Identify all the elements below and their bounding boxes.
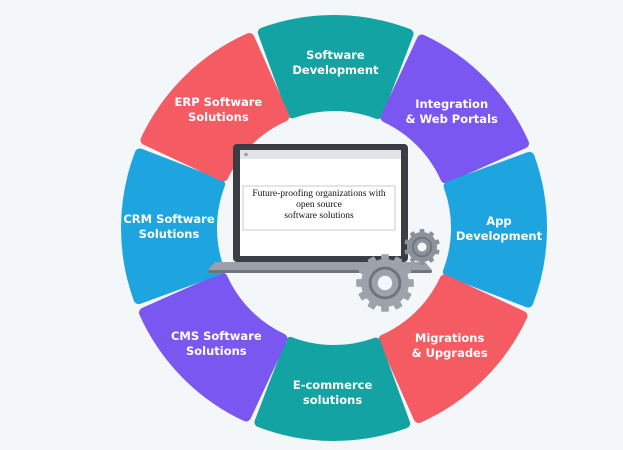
segment-label-line: Solutions [188, 110, 249, 125]
segment-label-integration-web-portals: Integration& Web Portals [392, 97, 512, 127]
segment-label-line: ERP Software [174, 95, 263, 110]
segment-label-line: E-commerce [292, 377, 373, 392]
segment-crm-software-solutions [121, 148, 226, 305]
segment-label-line: Software [306, 48, 365, 62]
segment-label-line: Solutions [185, 343, 247, 358]
segment-label-line: Migrations [414, 330, 485, 345]
segment-label-line: App [486, 214, 512, 229]
segment-label-line: Solutions [138, 226, 200, 241]
segment-app-development [442, 151, 547, 308]
segment-integration-web-portals [380, 34, 530, 184]
segment-label-line: & Web Portals [405, 112, 498, 127]
segment-label-line: Development [292, 63, 379, 77]
segment-cms-software-solutions [138, 272, 288, 422]
segment-e-commerce-solutions [254, 336, 411, 441]
segment-software-development [257, 15, 414, 120]
gears-icon [356, 229, 440, 312]
laptop-text-line-2: open source [296, 200, 342, 210]
laptop-text-line-3: software solutions [284, 211, 354, 221]
segment-migrations-upgrades [378, 274, 528, 424]
laptop-screen-text: Future-proofing organizations with open … [244, 189, 394, 222]
segment-label-line: solutions [302, 392, 363, 407]
laptop-text-line-1: Future-proofing organizations with [252, 189, 386, 199]
segment-label-line: & Upgrades [411, 345, 488, 360]
segment-label-line: CMS Software [170, 328, 262, 343]
segment-label-line: Development [455, 229, 543, 244]
segment-label-line: CRM Software [123, 211, 215, 226]
segment-label-migrations-upgrades: Migrations& Upgrades [390, 331, 510, 361]
segment-label-line: Integration [415, 97, 489, 112]
